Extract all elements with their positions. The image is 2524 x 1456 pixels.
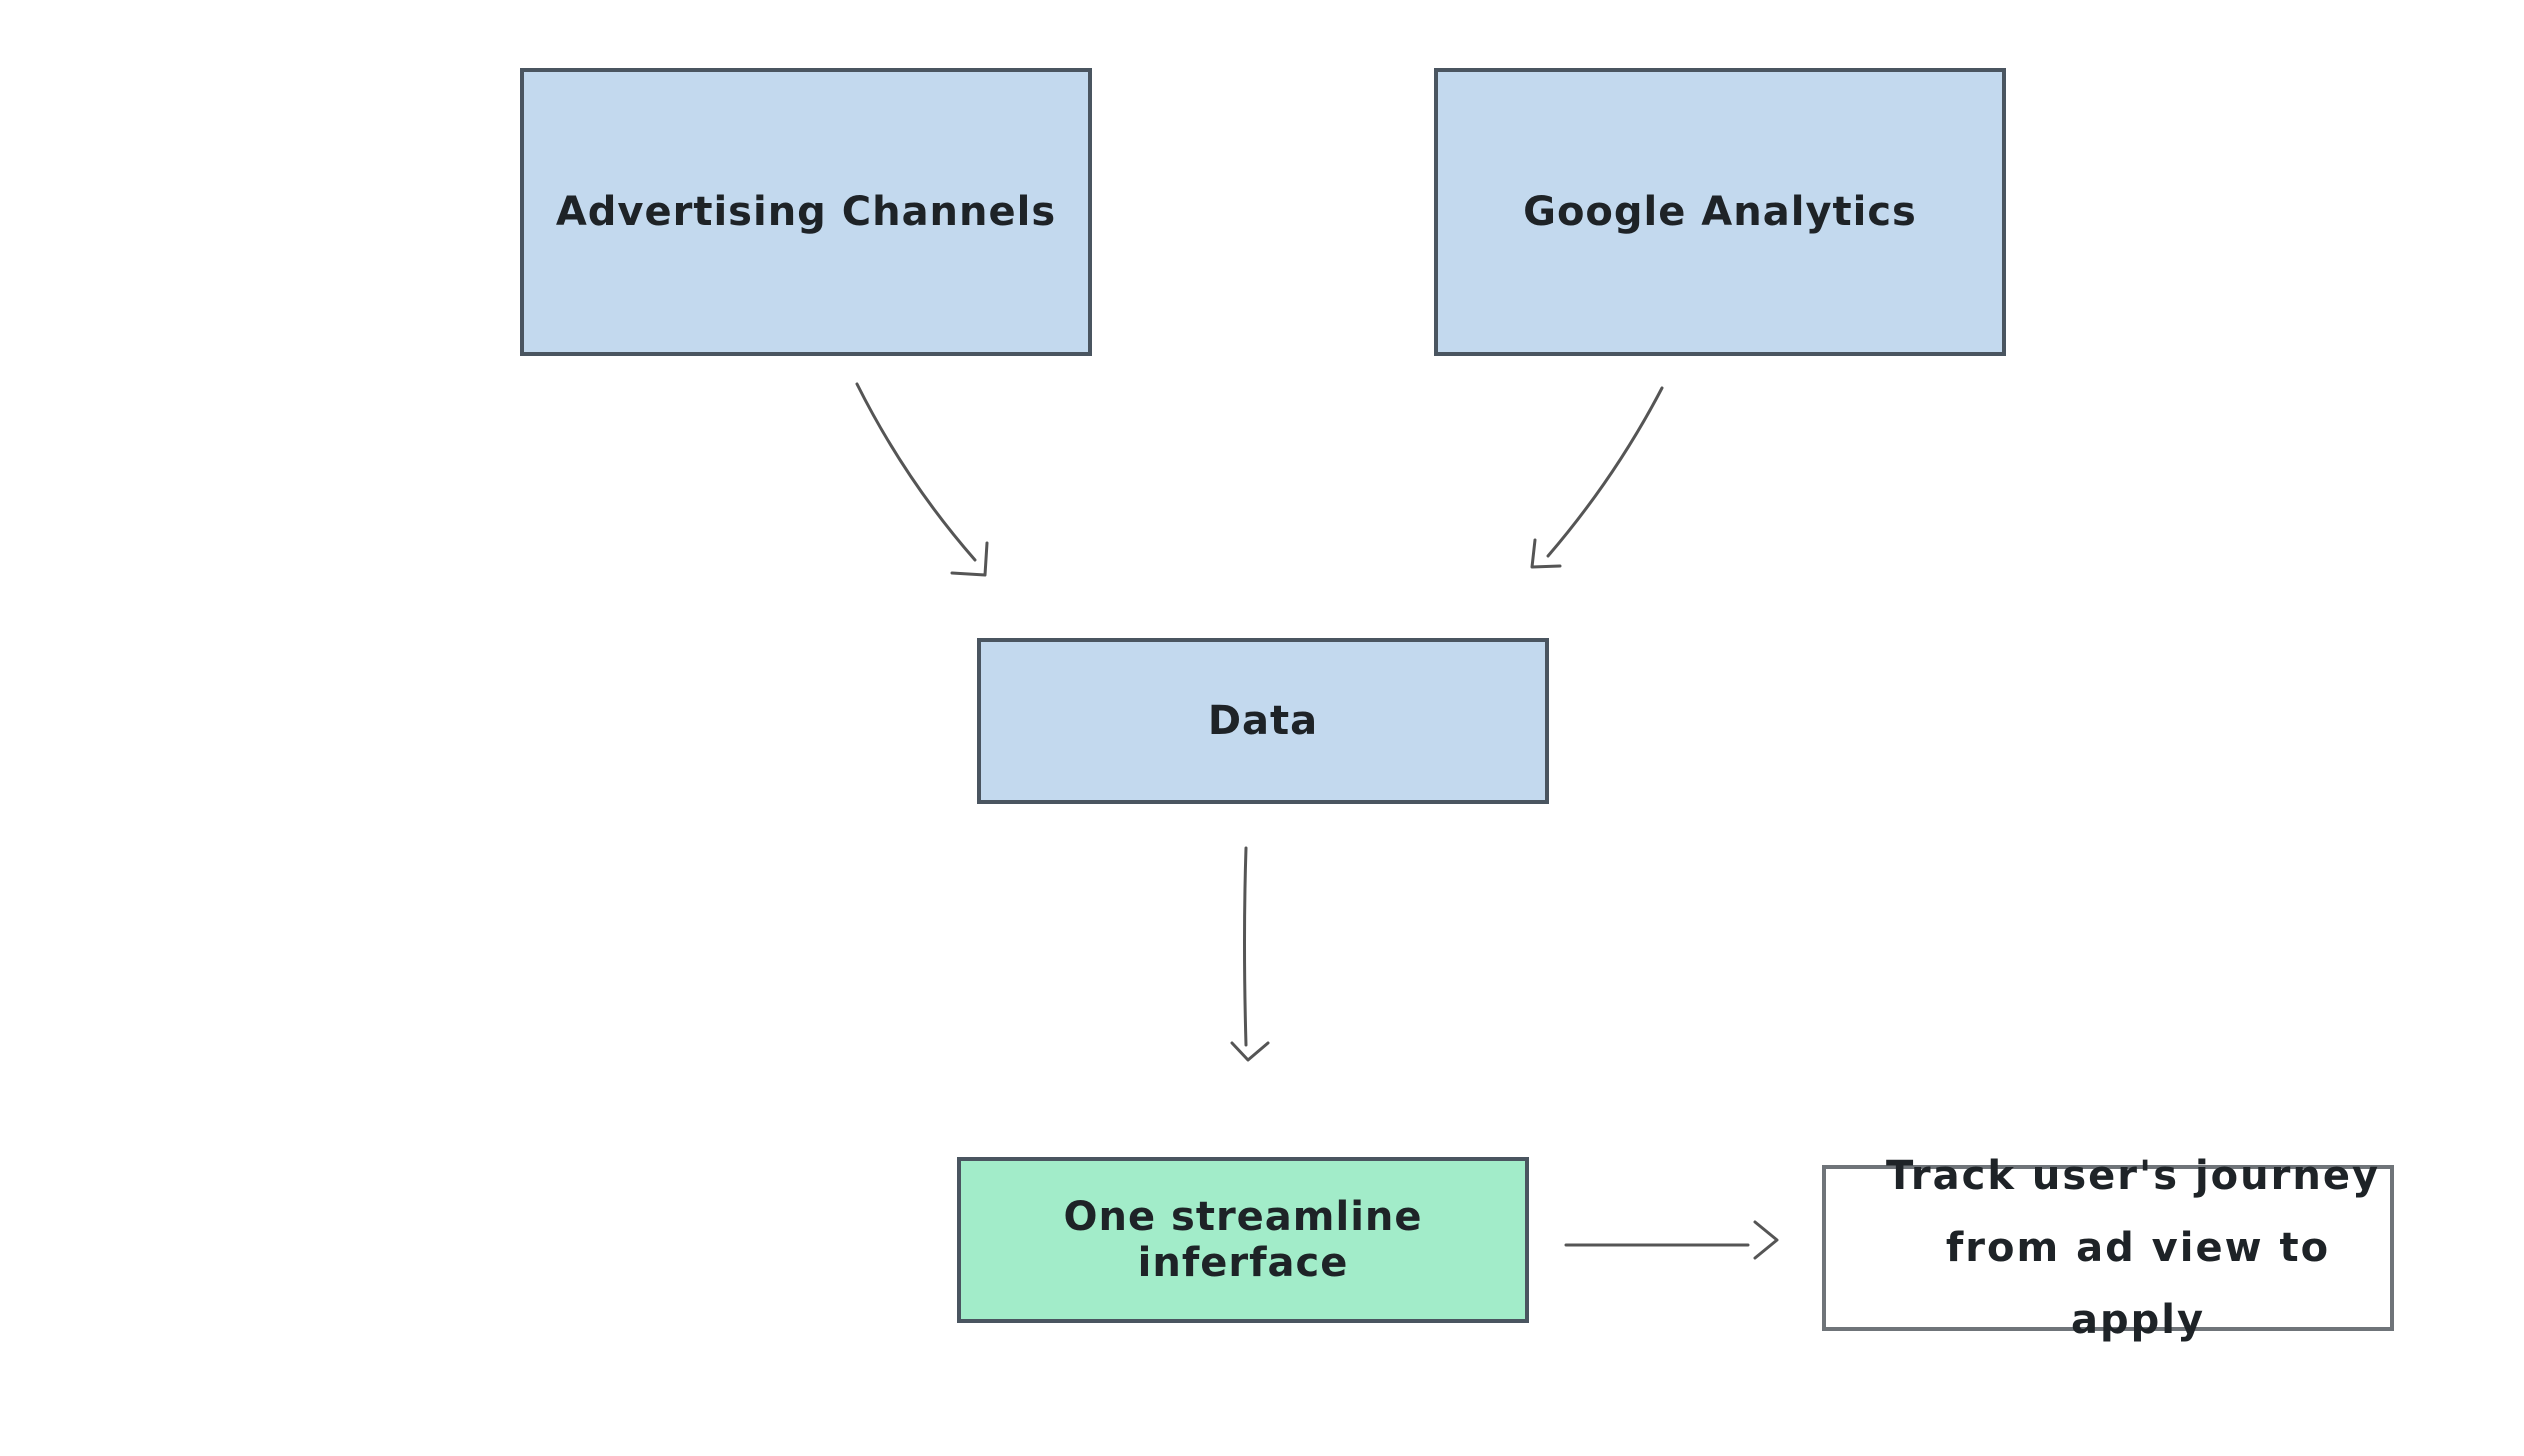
node-streamline-interface: One streamline inferface <box>957 1157 1529 1323</box>
node-google-analytics: Google Analytics <box>1434 68 2006 356</box>
arrow-advertising-to-data <box>855 382 989 577</box>
node-advertising-channels: Advertising Channels <box>520 68 1092 356</box>
node-streamline-interface-label: One streamline inferface <box>1063 1194 1423 1286</box>
node-advertising-channels-label: Advertising Channels <box>555 189 1057 235</box>
arrow-analytics-to-data <box>1530 386 1664 569</box>
node-data-label: Data <box>1207 698 1319 744</box>
node-journey-note-line-1: Track user's journey <box>1886 1153 2381 1199</box>
node-google-analytics-label: Google Analytics <box>1523 189 1917 235</box>
node-journey-note: Track user's journey from ad view to app… <box>1822 1153 2394 1343</box>
arrow-interface-to-note <box>1564 1220 1779 1260</box>
arrow-data-to-interface <box>1230 846 1270 1062</box>
node-journey-note-line-2: from ad view to apply <box>1945 1225 2331 1343</box>
node-data: Data <box>977 638 1549 804</box>
